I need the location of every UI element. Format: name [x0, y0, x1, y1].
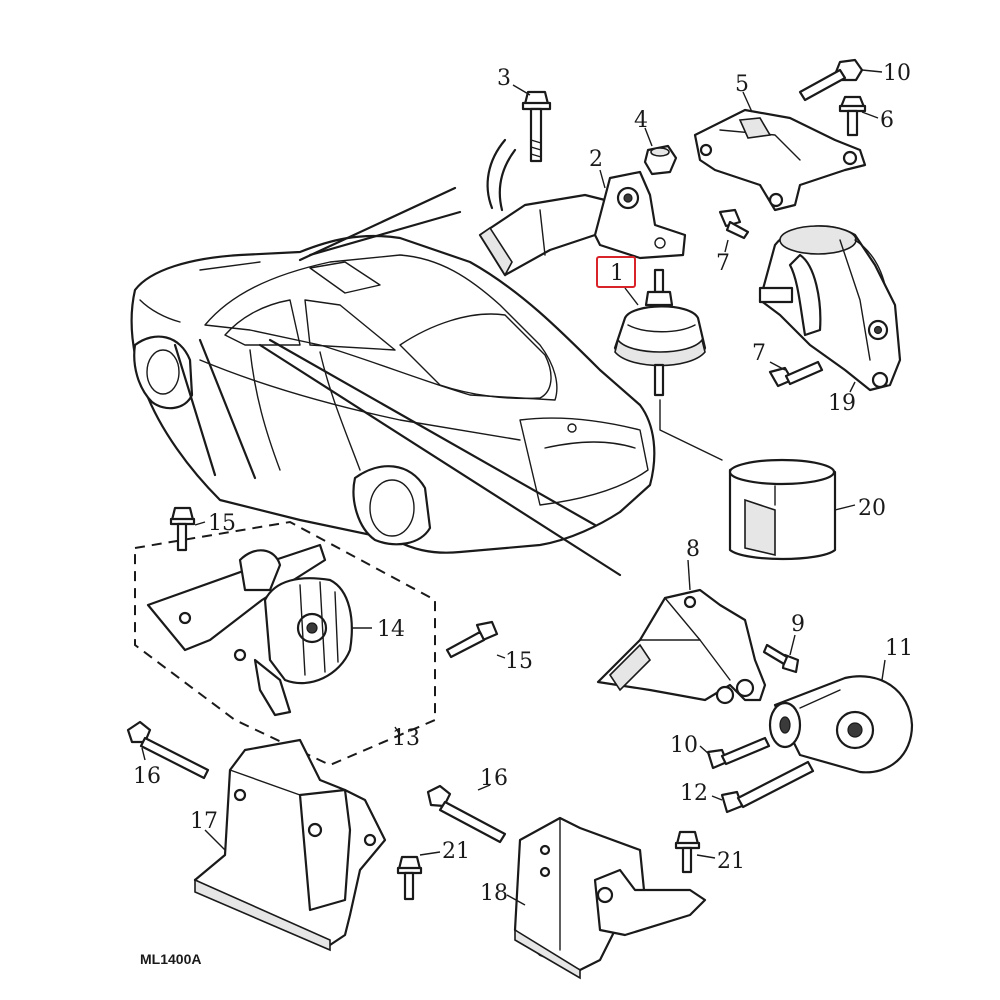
- callout-10-upper[interactable]: 10: [883, 61, 911, 86]
- figure-code: ML1400A: [140, 951, 201, 967]
- part-11-mount: [768, 675, 914, 774]
- part-14-mount: [146, 543, 353, 717]
- callout-17[interactable]: 17: [190, 809, 218, 834]
- callout-12[interactable]: 12: [680, 781, 708, 806]
- callout-18[interactable]: 18: [480, 881, 508, 906]
- part-5-bracket: [693, 108, 867, 212]
- part-1-engine-mount: [613, 268, 707, 397]
- callout-16-left[interactable]: 16: [133, 764, 161, 789]
- callout-20[interactable]: 20: [858, 496, 886, 521]
- part-8-bracket: [596, 588, 767, 705]
- callout-15-upper[interactable]: 15: [208, 511, 236, 536]
- callout-7-lower[interactable]: 7: [752, 341, 766, 366]
- part-21-bolt-left: [396, 855, 423, 901]
- callout-13[interactable]: 13: [392, 726, 420, 751]
- callout-8[interactable]: 8: [686, 537, 700, 562]
- callout-leader-lines: [141, 69, 886, 906]
- callout-14[interactable]: 14: [377, 617, 405, 642]
- callout-21-right[interactable]: 21: [717, 849, 745, 874]
- part-3-long-bolt: [521, 90, 552, 163]
- part-9-bolt: [762, 643, 800, 674]
- callout-4[interactable]: 4: [634, 108, 648, 133]
- part-15-bolt-lower: [445, 620, 499, 659]
- part-2-upper-bracket: [478, 170, 687, 277]
- part-4-nut: [643, 144, 678, 176]
- callout-6[interactable]: 6: [880, 108, 894, 133]
- part-12-bolt: [720, 760, 815, 814]
- part-18-bracket: [513, 816, 707, 980]
- callout-2[interactable]: 2: [589, 147, 603, 172]
- part-21-bolt-right: [674, 830, 701, 874]
- part-19-rear-mount: [758, 225, 902, 392]
- callout-10-lower[interactable]: 10: [670, 733, 698, 758]
- callout-1-highlight-box: [596, 256, 636, 288]
- callout-16-right[interactable]: 16: [480, 766, 508, 791]
- callout-19[interactable]: 19: [828, 391, 856, 416]
- part-16-bolt-left: [126, 720, 210, 780]
- callout-labels: 1 2 3 4 5 6 7 7 8 9 10 10 11 12 13 14 15…: [133, 61, 913, 906]
- callout-15-lower[interactable]: 15: [505, 649, 533, 674]
- callout-5[interactable]: 5: [735, 72, 749, 97]
- part-17-bracket: [193, 738, 387, 952]
- callout-3[interactable]: 3: [497, 66, 511, 91]
- part-6-bolt: [838, 95, 867, 137]
- part-10-bolt-lower: [706, 736, 771, 770]
- callout-9[interactable]: 9: [791, 612, 805, 637]
- callout-7-upper[interactable]: 7: [716, 251, 730, 276]
- callout-21-left[interactable]: 21: [442, 839, 470, 864]
- part-7-bolt-upper: [718, 208, 750, 240]
- part-13-assembly-group: [134, 520, 436, 767]
- part-15-bolt-upper: [169, 506, 196, 552]
- part-16-bolt-right: [426, 784, 507, 844]
- part-10-bolt-upper: [798, 58, 864, 102]
- part-20-bush: [728, 458, 837, 561]
- part-7-bolt-lower: [768, 360, 824, 388]
- car-pointer-lines: [173, 138, 723, 577]
- callout-1[interactable]: 1: [610, 261, 624, 286]
- callout-11[interactable]: 11: [885, 636, 913, 661]
- car-outline: [130, 234, 656, 554]
